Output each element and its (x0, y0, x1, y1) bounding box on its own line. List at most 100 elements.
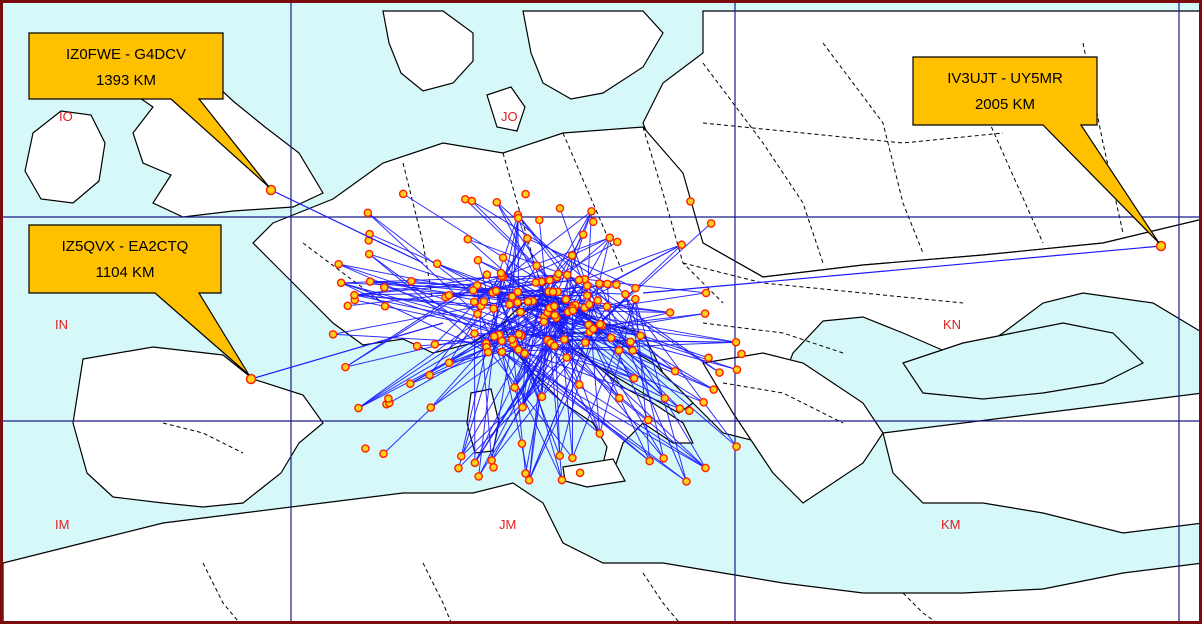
qso-path (493, 336, 650, 462)
callout-shape (28, 32, 270, 188)
station-marker (379, 449, 388, 459)
qso-path (340, 282, 548, 341)
station-marker (510, 383, 519, 392)
station-marker (507, 335, 517, 344)
station-marker (444, 358, 454, 368)
station-marker (595, 429, 605, 438)
station-marker (535, 215, 544, 225)
callout-uy5mr: IV3UJT - UY5MR 2005 KM (912, 56, 1160, 244)
station-marker (614, 346, 624, 355)
station-marker (463, 234, 473, 244)
land-sicily (562, 458, 626, 488)
station-marker (584, 300, 594, 309)
qso-path (615, 284, 737, 447)
qso-path (567, 237, 611, 313)
station-marker (603, 279, 612, 289)
qso-path (492, 214, 519, 293)
station-marker (612, 280, 621, 289)
station-marker (704, 353, 713, 363)
station-marker (514, 345, 523, 354)
qso-path (514, 304, 576, 388)
station-marker (521, 189, 530, 199)
qso-path (460, 287, 636, 457)
station-marker (629, 374, 639, 383)
station-marker (521, 469, 530, 478)
station-marker (365, 277, 375, 286)
station-marker (557, 475, 567, 485)
border (1082, 42, 1124, 234)
callout-g4dcv-line1: IZ0FWE - G4DCV (66, 46, 186, 63)
grid-label-in: IN (55, 317, 68, 332)
border (902, 592, 936, 621)
land-iberia (72, 346, 324, 508)
station-marker (520, 349, 529, 358)
station-marker (513, 298, 522, 307)
station-marker (587, 206, 596, 216)
qso-path (345, 284, 478, 368)
station-marker (682, 477, 691, 486)
grid-label-kn: KN (943, 317, 961, 332)
path-g4dcv (270, 189, 424, 264)
qso-path (502, 276, 706, 469)
station-marker (379, 283, 389, 292)
locator-grid (3, 3, 1199, 621)
station-marker (328, 329, 338, 339)
qso-path (457, 334, 500, 469)
highlight-stations (245, 184, 1167, 385)
station-marker (555, 451, 565, 461)
qso-path (528, 325, 603, 481)
station-marker (706, 219, 716, 228)
station-marker (514, 330, 524, 339)
qso-path (575, 304, 635, 379)
qso-path (473, 210, 592, 303)
station-marker (631, 283, 640, 293)
station-marker (588, 217, 598, 227)
station-marker (578, 230, 588, 239)
qso-path (549, 307, 620, 399)
station-marker (380, 301, 390, 311)
qso-path (632, 350, 676, 372)
station-marker (575, 468, 585, 478)
station-marker (518, 402, 527, 412)
highlight-paths (250, 189, 1162, 380)
callout-g4dcv: IZ0FWE - G4DCV 1393 KM (28, 32, 270, 188)
qso-path (525, 342, 552, 474)
border (702, 322, 844, 354)
station-marker (513, 287, 523, 297)
station-marker (685, 406, 694, 416)
qso-path (496, 201, 586, 280)
callout-ea2ctq-line1: IZ5QVX - EA2CTQ (62, 238, 189, 255)
qso-path (354, 275, 502, 296)
qso-paths (332, 193, 738, 482)
station-marker (700, 309, 710, 318)
station-marker (412, 341, 422, 351)
border (642, 572, 679, 621)
station-marker (580, 338, 590, 347)
station-marker (489, 332, 499, 341)
station-marker (498, 253, 508, 263)
qso-path (471, 200, 608, 285)
station-marker (593, 296, 603, 305)
station-marker (497, 347, 507, 357)
station-marker (364, 249, 374, 259)
qso-path (511, 217, 519, 297)
station-marker (701, 288, 711, 298)
station-marker (588, 324, 598, 334)
station-marker (482, 270, 492, 279)
qso-path (553, 306, 561, 456)
station-marker (479, 297, 489, 306)
border (162, 422, 244, 454)
station-marker (562, 353, 572, 362)
station-g4dcv (265, 184, 277, 196)
land-denmark (486, 86, 526, 132)
station-marker (628, 346, 637, 355)
grid-label-io: IO (59, 109, 73, 124)
border (702, 62, 824, 264)
water-black-sea (902, 322, 1145, 400)
station-marker (550, 341, 559, 351)
station-marker (561, 295, 571, 304)
station-marker (732, 365, 742, 374)
land-turkey (882, 392, 1199, 534)
station-marker (496, 268, 506, 278)
station-marker (549, 301, 559, 311)
